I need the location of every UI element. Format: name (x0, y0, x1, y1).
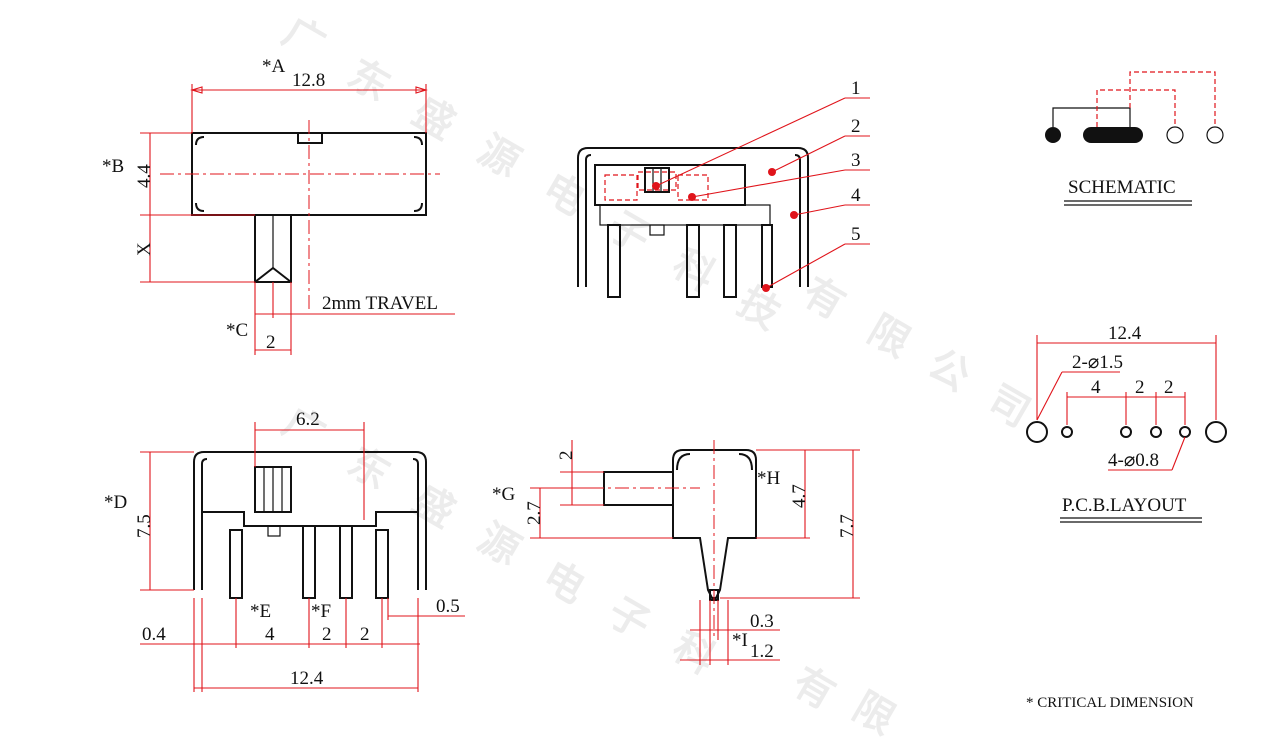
pin (761, 224, 773, 288)
pin (302, 525, 316, 599)
dim-f-label: *F (311, 601, 331, 622)
callout-4: 4 (851, 185, 861, 206)
dim-a-label: *A (262, 56, 286, 77)
pcb-hole-small (1120, 426, 1132, 438)
terminal-common (1045, 127, 1061, 143)
dim-2-side: 2 (556, 451, 577, 461)
pcb-hole-small (1061, 426, 1073, 438)
critical-dimension-note: * CRITICAL DIMENSION (1026, 695, 1194, 711)
watermark-char: 科 (665, 624, 723, 684)
callout-1: 1 (851, 78, 861, 99)
body-notch (297, 132, 323, 144)
watermark-char: 限 (860, 307, 918, 367)
side-body (672, 449, 757, 599)
dim-0-5: 0.5 (436, 596, 460, 617)
dim-h-label: *H (757, 468, 781, 489)
dim-i-label: *I (732, 630, 748, 651)
corner-marks (195, 136, 423, 212)
dim-d-label: *D (104, 492, 127, 513)
dim-6-2: 6.2 (296, 409, 320, 430)
side-view: 2 *G 2.7 *H 4.7 7.7 0.3 *I 1.2 (492, 440, 860, 665)
watermark-char: 公 (920, 341, 978, 401)
dim-0-3: 0.3 (750, 611, 774, 632)
dim-a-value: 12.8 (292, 70, 325, 91)
pcb-layout: 12.4 2-⌀1.5 4 2 2 4-⌀0.8 P.C.B.LAYOUT (1026, 323, 1227, 523)
dim-12-4: 12.4 (290, 668, 324, 689)
dim-g-label: *G (492, 484, 516, 505)
callout-5: 5 (851, 224, 861, 245)
dim-0-4: 0.4 (142, 624, 166, 645)
schematic: SCHEMATIC (1045, 71, 1224, 206)
slider-contact (1083, 127, 1143, 143)
pcb-dim-12-4: 12.4 (1108, 323, 1142, 344)
cutaway-view: 1 2 3 4 5 (577, 78, 870, 298)
dim-e-label: *E (250, 601, 271, 622)
pcb-dim-2b: 2 (1164, 377, 1174, 398)
watermark-char: 子 (600, 589, 658, 649)
watermark-char: 盛 (405, 89, 463, 149)
watermark-char: 技 (730, 279, 788, 339)
dim-c-value: 2 (266, 332, 276, 353)
dim-g-value: 2.7 (524, 501, 545, 525)
contact-right (677, 174, 709, 201)
dim-7-7: 7.7 (837, 514, 858, 538)
dim-b-label: *B (102, 156, 124, 177)
pcb-large-hole-label: 2-⌀1.5 (1072, 352, 1123, 373)
front-view: 6.2 *D 7.5 0.4 *E *F 4 2 2 0.5 12.4 (104, 409, 465, 692)
actuator-side (603, 471, 674, 506)
watermark-char: 电 (535, 553, 593, 613)
dim-c-label: *C (226, 320, 248, 341)
pcb-hole-small (1179, 426, 1191, 438)
pcb-dim-2a: 2 (1135, 377, 1145, 398)
pcb-hole-large (1205, 421, 1227, 443)
watermark-char: 东 (340, 439, 398, 499)
pcb-small-hole-label: 4-⌀0.8 (1108, 450, 1159, 471)
watermark-char: 电 (535, 165, 593, 225)
dim-h-value: 4.7 (789, 484, 810, 508)
pin (686, 224, 700, 298)
pcb-hole-small (1150, 426, 1162, 438)
pin (375, 529, 389, 599)
watermark-char: 有 (795, 269, 853, 329)
dim-x-label: X (134, 242, 155, 256)
pcb-hole-large (1026, 421, 1048, 443)
company-watermark: 广 东 盛 源 电 子 科 技 有 限 公 司 广 东 盛 源 电 子 科 有 … (275, 9, 1038, 742)
callout-3: 3 (851, 150, 861, 171)
top-view: *A 12.8 *B 4.4 X 2mm TRAVEL *C 2 (102, 56, 455, 355)
pin (229, 529, 243, 599)
dim-2a: 2 (322, 624, 332, 645)
schematic-title: SCHEMATIC (1068, 177, 1176, 198)
dim-2b: 2 (360, 624, 370, 645)
pin (607, 224, 621, 298)
watermark-char: 源 (470, 515, 528, 575)
terminal (1206, 126, 1224, 144)
pcb-dim-4: 4 (1091, 377, 1101, 398)
watermark-char: 科 (665, 241, 723, 301)
contact-left (604, 174, 638, 201)
dim-d-value: 7.5 (134, 514, 155, 538)
pin (723, 224, 737, 298)
callout-2: 2 (851, 116, 861, 137)
watermark-char: 限 (845, 684, 903, 742)
terminal (1166, 126, 1184, 144)
watermark-char: 有 (785, 659, 843, 719)
pin (339, 525, 353, 599)
pcb-title: P.C.B.LAYOUT (1062, 495, 1187, 516)
watermark-char: 源 (470, 127, 528, 187)
actuator-tip (254, 266, 292, 283)
travel-label: 2mm TRAVEL (322, 293, 438, 314)
watermark-char: 盛 (405, 477, 463, 537)
dim-i-value: 1.2 (750, 641, 774, 662)
watermark-char: 东 (340, 51, 398, 111)
dim-4: 4 (265, 624, 275, 645)
dim-b-value: 4.4 (134, 164, 155, 188)
